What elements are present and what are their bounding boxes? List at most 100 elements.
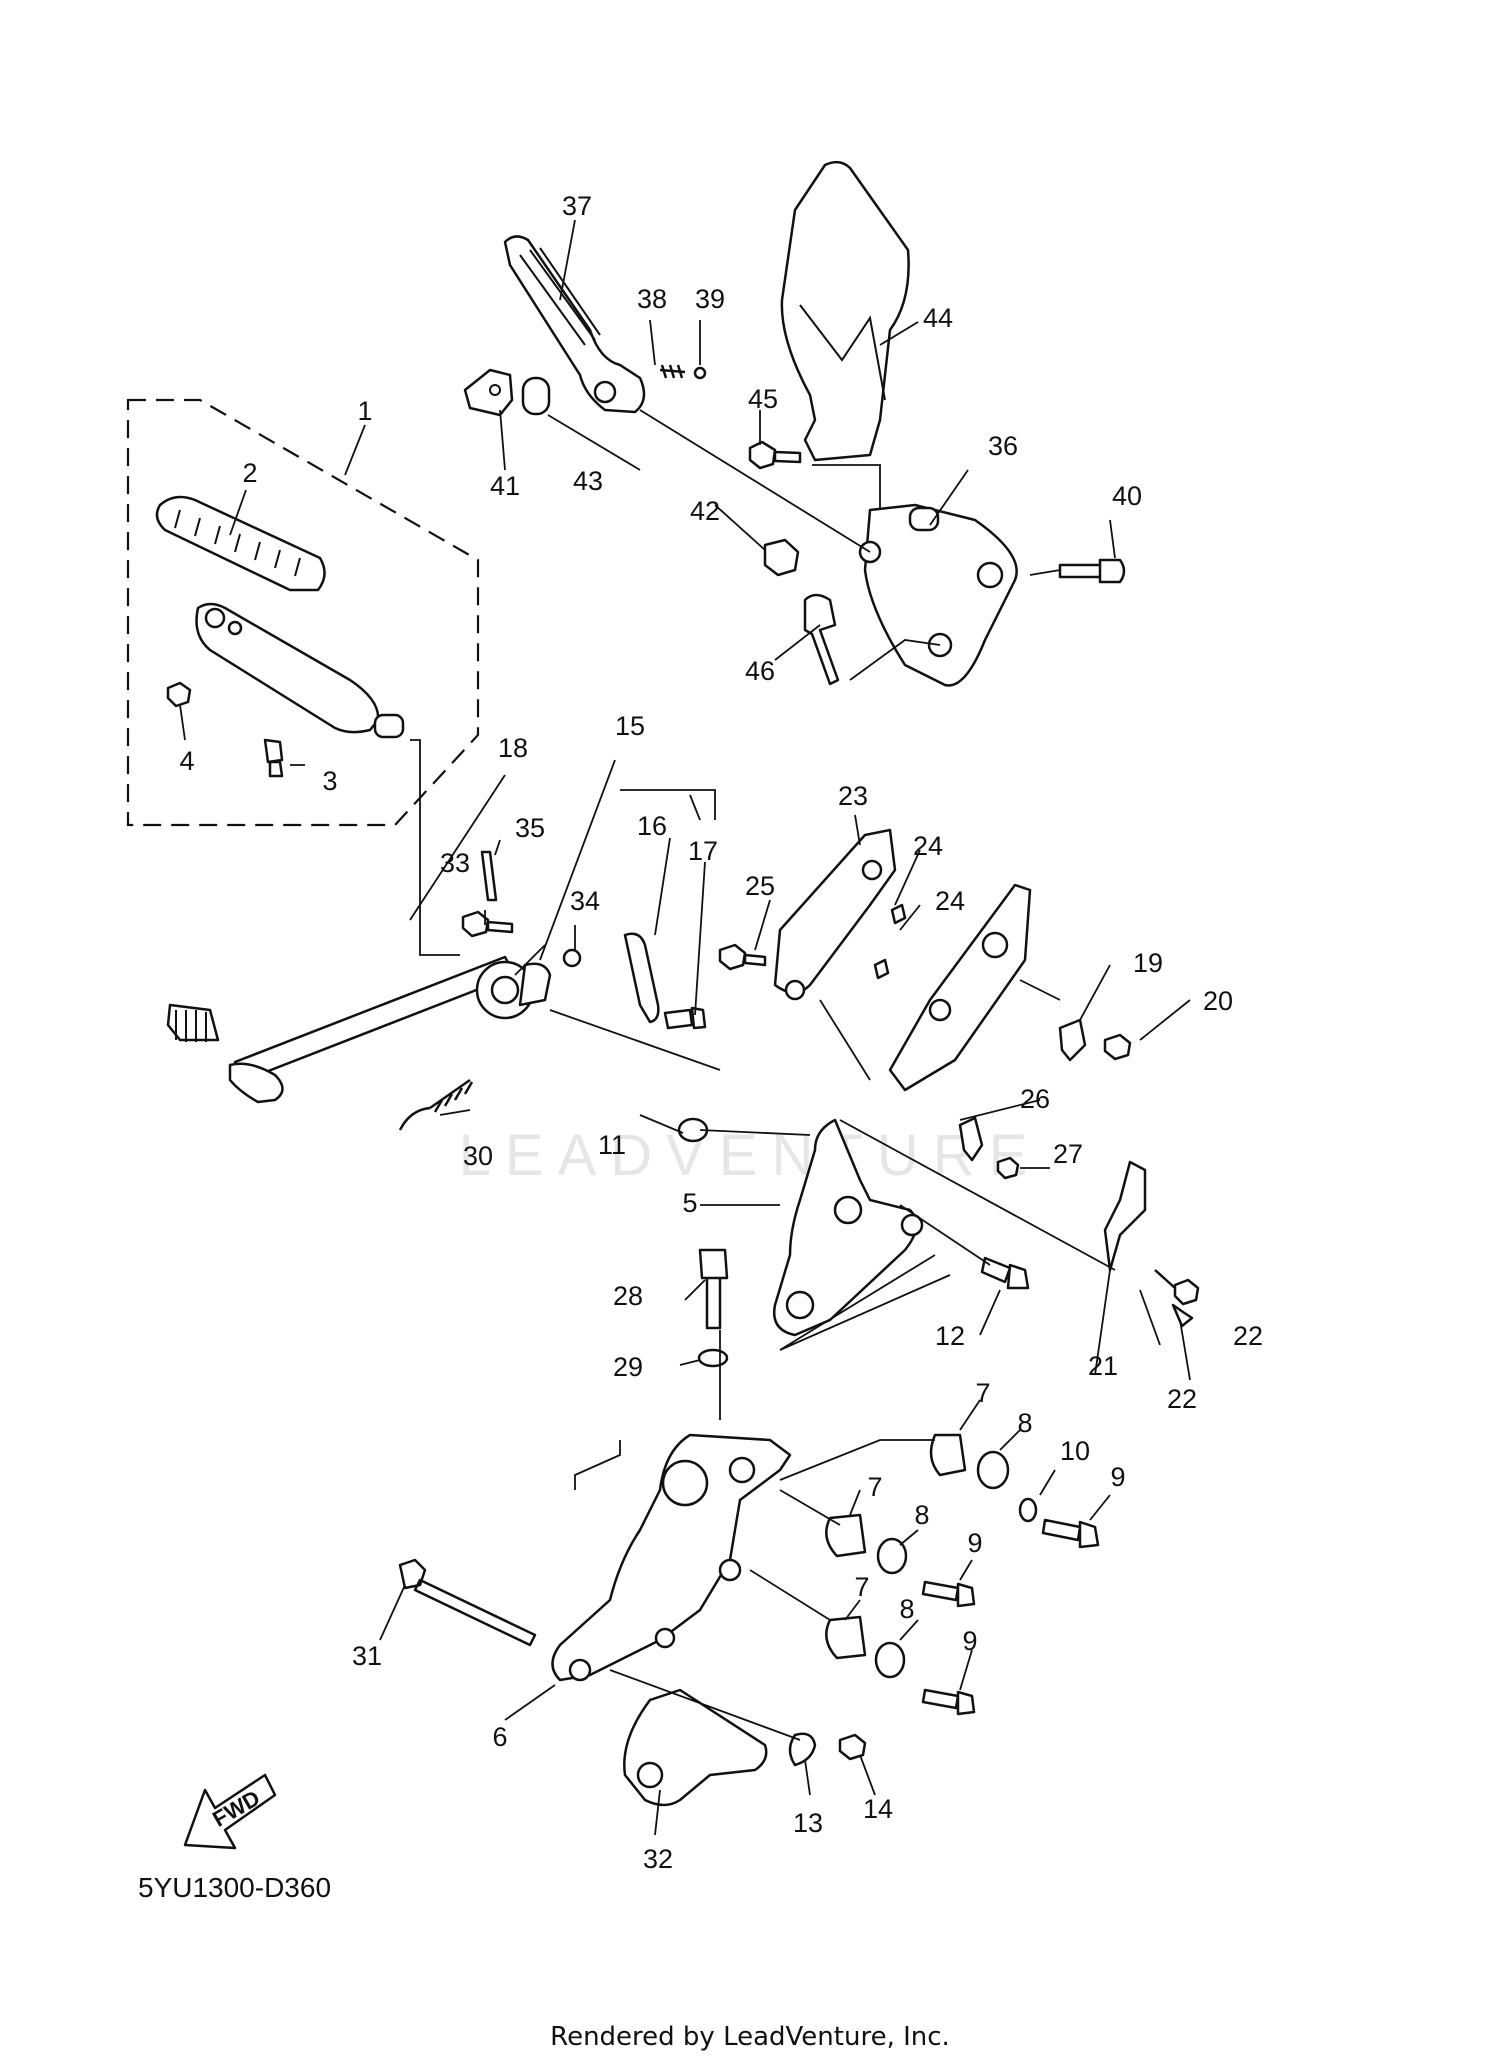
callout-10: 10 (1060, 1436, 1090, 1466)
watermark-text: LEADVENTURE (459, 1123, 1042, 1188)
rendered-by-footer: Rendered by LeadVenture, Inc. (550, 2022, 950, 2052)
callout-8b: 8 (914, 1500, 929, 1530)
callout-7a: 7 (975, 1378, 990, 1408)
part-7-collar-c (825, 1615, 867, 1660)
part-20-bolt (1103, 1033, 1132, 1061)
callout-7b: 7 (867, 1472, 882, 1502)
part-36-bracket (863, 503, 1018, 687)
part-19-clamp (1058, 1018, 1087, 1062)
callout-33: 33 (440, 848, 470, 878)
callout-20: 20 (1203, 986, 1233, 1016)
part-12-bolt (980, 1256, 1030, 1290)
part-35-pin (480, 850, 498, 902)
fwd-arrow-icon: FWD (183, 1773, 277, 1850)
callout-6: 6 (492, 1722, 507, 1752)
part-43-collar (521, 376, 551, 416)
callout-25: 25 (745, 871, 775, 901)
part-40-bolt (1058, 558, 1126, 584)
callout-12: 12 (935, 1321, 965, 1351)
part-9-bolt (1041, 1518, 1100, 1549)
callout-17: 17 (688, 836, 718, 866)
callout-9b: 9 (967, 1528, 982, 1558)
part-33-bolt (461, 910, 514, 938)
part-26-clamp (958, 1116, 984, 1162)
part-45-bolt (748, 440, 802, 470)
callout-29: 29 (613, 1352, 643, 1382)
assembly-box-1 (126, 398, 480, 827)
part-24-clip (873, 903, 907, 980)
callout-31: 31 (352, 1641, 382, 1671)
callout-leaders (179, 219, 1191, 1836)
part-9-bolt-c (921, 1688, 976, 1716)
callout-3: 3 (322, 766, 337, 796)
part-29-washer (697, 1348, 729, 1368)
lower-bracket-assembly (398, 1433, 1100, 1807)
part-8-washer (976, 1450, 1010, 1490)
callout-32: 32 (643, 1844, 673, 1874)
part-38-spring (659, 364, 686, 379)
callout-34: 34 (570, 886, 600, 916)
callout-23: 23 (838, 781, 868, 811)
shift-lever-assembly (166, 739, 811, 1143)
callout-24b: 24 (935, 886, 965, 916)
part-25-bolt (718, 943, 767, 971)
callout-4: 4 (179, 746, 194, 776)
rear-footrest-assembly (463, 160, 1126, 687)
part-32-bracket (623, 1688, 768, 1807)
callout-24a: 24 (913, 831, 943, 861)
callout-19: 19 (1133, 948, 1163, 978)
callout-8c: 8 (899, 1594, 914, 1624)
callout-15: 15 (615, 711, 645, 741)
part-7-collar (929, 1433, 967, 1477)
part-34-washer (562, 948, 582, 968)
part-42-nut (763, 538, 800, 577)
footpeg-assembly (155, 495, 405, 778)
callout-21: 21 (1088, 1351, 1118, 1381)
part-37-footrest (503, 235, 646, 414)
part-10-washer (1018, 1497, 1038, 1523)
callout-40: 40 (1112, 481, 1142, 511)
callout-22a: 22 (1233, 1321, 1263, 1351)
part-14-bolt (838, 1733, 867, 1761)
callout-36: 36 (988, 431, 1018, 461)
part-17-bolt (663, 1006, 707, 1030)
part-39-ball (693, 366, 707, 380)
callout-39: 39 (695, 284, 725, 314)
callout-26: 26 (1020, 1084, 1050, 1114)
callout-9a: 9 (1110, 1462, 1125, 1492)
callout-22b: 22 (1167, 1384, 1197, 1414)
part-6-bracket (551, 1433, 792, 1682)
callout-16: 16 (637, 811, 667, 841)
callout-labels: 1 2 3 4 5 6 7 7 7 8 8 8 9 9 9 10 11 12 1… (179, 191, 1263, 1874)
part-8-washer-c (874, 1641, 906, 1679)
part-22-bolt (1154, 1269, 1200, 1328)
part-31-bolt (398, 1558, 537, 1647)
part-2-rubber (155, 495, 326, 592)
diagram-code: 5YU1300-D360 (138, 1872, 332, 1903)
part-8-washer-b (876, 1537, 908, 1575)
part-21-plate (1103, 1160, 1147, 1272)
part-13-clip (788, 1732, 817, 1767)
callout-42: 42 (690, 496, 720, 526)
part-7-collar-b (825, 1513, 867, 1558)
callout-41: 41 (490, 471, 520, 501)
callout-37: 37 (562, 191, 592, 221)
callout-2: 2 (242, 458, 257, 488)
part-44-heel-guard (780, 160, 910, 462)
callout-1: 1 (357, 396, 372, 426)
callout-35: 35 (515, 813, 545, 843)
callout-13: 13 (793, 1808, 823, 1838)
main-bracket-assembly (697, 828, 1200, 1420)
callout-45: 45 (748, 384, 778, 414)
part-30-spring (398, 1078, 474, 1131)
callout-14: 14 (863, 1794, 893, 1824)
part-46-bolt (803, 593, 840, 686)
part-3-bolt (263, 738, 284, 778)
part-27-bolt (996, 1156, 1020, 1180)
part-4-bolt (166, 681, 192, 708)
callout-43: 43 (573, 466, 603, 496)
callout-46: 46 (745, 656, 775, 686)
callout-30: 30 (463, 1141, 493, 1171)
callout-44: 44 (923, 303, 953, 333)
